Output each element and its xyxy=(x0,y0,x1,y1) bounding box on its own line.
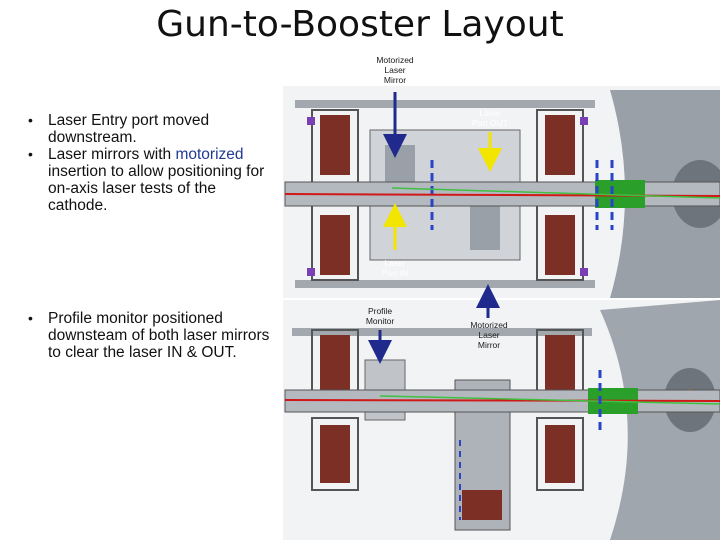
bullet-highlight: motorized xyxy=(175,146,244,163)
bullet-laser-mirrors: Laser mirrors with motorized insertion t… xyxy=(22,146,272,214)
bullet-text-post: insertion to allow positioning for on-ax… xyxy=(48,163,265,214)
bullet-text: Profile monitor positioned downsteam of … xyxy=(48,310,270,361)
bullet-text-pre: Laser mirrors with xyxy=(48,146,176,163)
bullet-text: Laser Entry port moved downstream. xyxy=(48,112,210,146)
label-port-in: Laser Port IN xyxy=(381,258,409,278)
bullet-profile-monitor: Profile monitor positioned downsteam of … xyxy=(22,310,272,361)
bullet-laser-entry: Laser Entry port moved downstream. xyxy=(22,112,272,146)
label-bottom-mirror: Motorized Laser Mirror xyxy=(470,320,508,350)
bullet-list-top: Laser Entry port moved downstream. Laser… xyxy=(22,112,272,214)
label-profile-monitor: Profile Monitor xyxy=(365,306,395,326)
slide-title: Gun-to-Booster Layout xyxy=(156,4,564,45)
label-top-mirror: Motorized Laser Mirror xyxy=(376,55,414,85)
bottom-drawing xyxy=(283,300,720,540)
label-port-out: Laser Port OUT xyxy=(472,108,508,128)
bullet-list-bottom: Profile monitor positioned downsteam of … xyxy=(22,310,272,361)
